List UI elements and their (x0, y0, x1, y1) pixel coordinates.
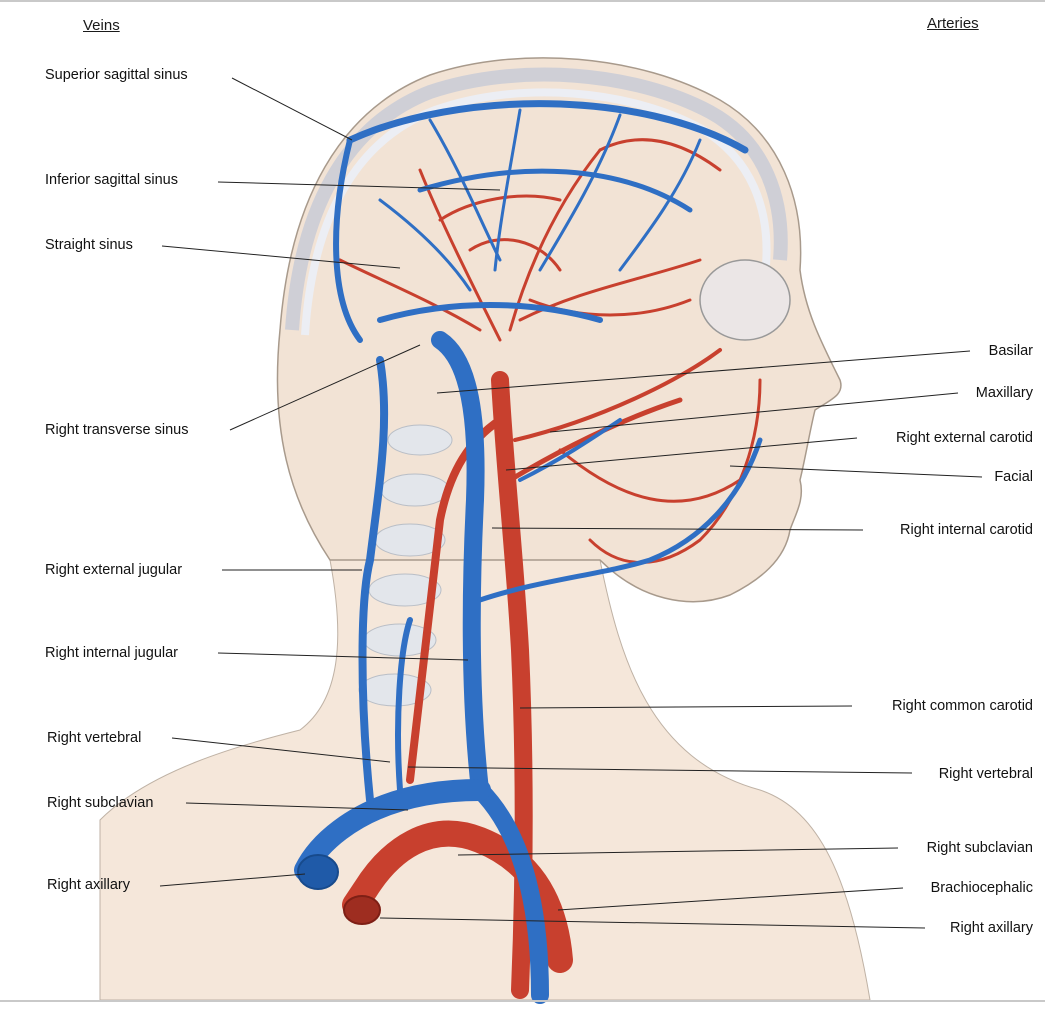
brain-veins (333, 100, 749, 343)
scalp-layer (285, 67, 788, 331)
eye-socket (699, 259, 791, 341)
label-right-vertebral-vein: Right vertebral (47, 730, 142, 746)
cervical-spine (358, 424, 453, 707)
label-inferior-sagittal-sinus: Inferior sagittal sinus (45, 172, 178, 188)
label-maxillary: Maxillary (975, 385, 1033, 401)
head-silhouette (276, 57, 842, 603)
label-right-subclavian-vein: Right subclavian (47, 795, 154, 811)
label-right-common-carotid: Right common carotid (891, 698, 1033, 714)
arteries-header: Arteries (927, 15, 979, 32)
veins-header: Veins (83, 17, 120, 34)
label-straight-sinus: Straight sinus (45, 237, 133, 253)
label-right-subclavian-artery: Right subclavian (926, 840, 1033, 856)
label-right-axillary-artery: Right axillary (950, 920, 1033, 936)
label-right-external-jugular: Right external jugular (45, 562, 183, 578)
label-basilar: Basilar (988, 343, 1033, 359)
frame-top-border (0, 0, 1045, 2)
frame-bottom-border (0, 1000, 1045, 1002)
label-right-axillary-vein: Right axillary (47, 877, 130, 893)
leader-lines (159, 77, 983, 929)
label-superior-sagittal-sinus: Superior sagittal sinus (45, 67, 188, 83)
label-right-transverse-sinus: Right transverse sinus (45, 422, 189, 438)
label-right-internal-jugular: Right internal jugular (45, 645, 178, 661)
label-right-vertebral-artery: Right vertebral (938, 766, 1033, 782)
label-brachiocephalic: Brachiocephalic (930, 880, 1033, 896)
right-axillary-artery-end (343, 895, 381, 925)
label-right-external-carotid: Right external carotid (895, 430, 1033, 446)
brachiocephalic-artery (342, 820, 573, 973)
label-facial: Facial (994, 469, 1033, 485)
label-right-internal-carotid: Right internal carotid (900, 522, 1033, 538)
right-axillary-vein-end (297, 854, 339, 890)
